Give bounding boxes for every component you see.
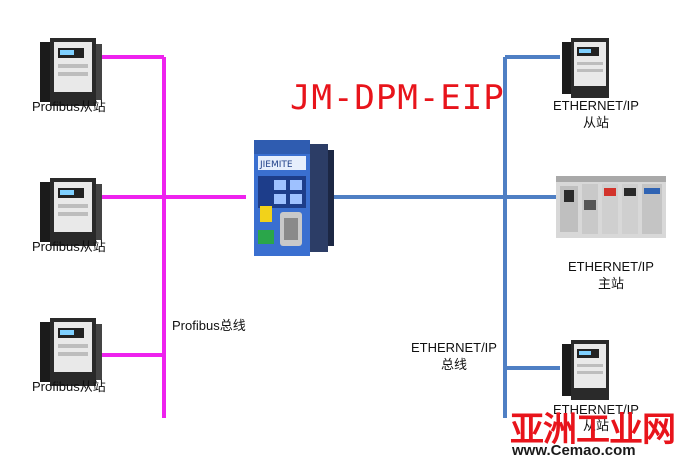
ethernet-master-label-line2: 主站 xyxy=(597,276,624,291)
profibus-slave-device-icon xyxy=(40,178,102,246)
ethernet-slave-device-icon xyxy=(562,340,609,400)
ethernet-master-plc-icon xyxy=(556,176,666,238)
ethernet-bus-lines xyxy=(330,55,560,418)
profibus-slave-label: Profibus从站 xyxy=(32,99,106,114)
profibus-slave-label: Profibus从站 xyxy=(32,239,106,254)
profibus-slave-label: Profibus从站 xyxy=(32,379,106,394)
watermark-url: www.Cemao.com xyxy=(512,442,636,459)
profibus-bus-lines xyxy=(100,55,246,418)
ethernet-master-label-line1: ETHERNET/IP xyxy=(568,259,654,274)
ethernet-slave-top-label-line2: 从站 xyxy=(582,115,609,130)
profibus-slave-device-icon xyxy=(40,318,102,386)
gateway-device-icon: JIEMITE xyxy=(254,140,334,256)
ethernet-bus-label-line2: 总线 xyxy=(440,357,467,372)
gateway-brand-label: JIEMITE xyxy=(259,160,293,170)
ethernet-slave-bottom-label-line2: 从站 xyxy=(582,418,609,433)
ethernet-slave-bottom-label-line1: ETHERNET/IP xyxy=(553,402,639,417)
ethernet-slave-top-label-line1: ETHERNET/IP xyxy=(553,98,639,113)
ethernet-bus-label-line1: ETHERNET/IP xyxy=(411,340,497,355)
ethernet-slave-device-icon xyxy=(562,38,609,98)
profibus-slave-device-icon xyxy=(40,38,102,106)
profibus-bus-label: Profibus总线 xyxy=(172,318,246,333)
watermark-text: 亚洲工业网 xyxy=(510,410,676,450)
diagram-title: JM-DPM-EIP xyxy=(290,78,505,118)
